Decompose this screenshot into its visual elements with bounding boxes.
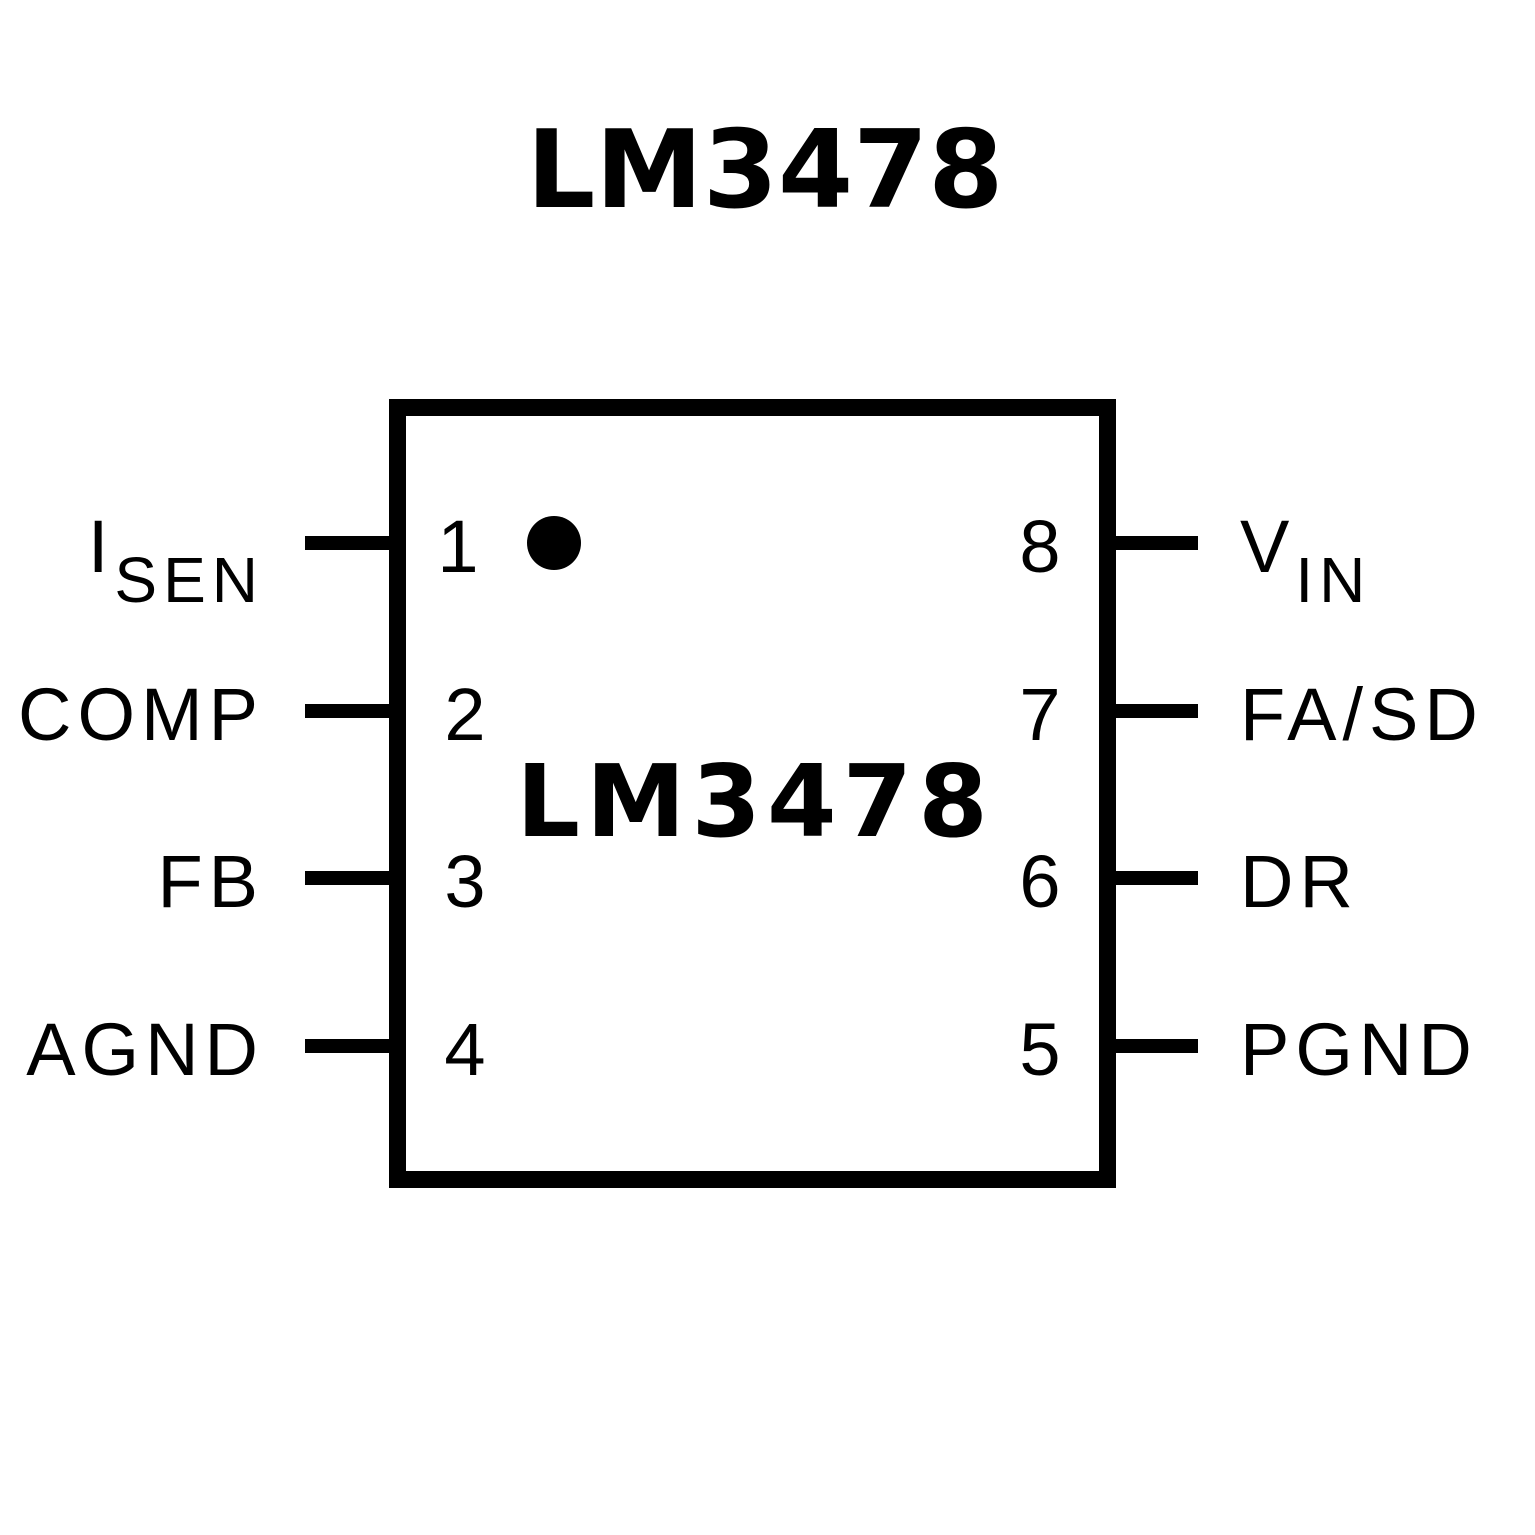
pin-number: 7 xyxy=(1019,673,1060,756)
pin-number: 2 xyxy=(444,673,485,756)
pin-2: 2 COMP xyxy=(18,673,486,756)
pin-name: AGND xyxy=(26,1008,264,1091)
pin-name-subscript: SEN xyxy=(114,544,264,616)
pin-lead xyxy=(1115,536,1198,550)
pin-name-subscript: IN xyxy=(1295,544,1371,616)
pin-1: 1 ISEN xyxy=(88,505,479,616)
pin-lead xyxy=(305,1039,390,1053)
pin-number: 8 xyxy=(1019,505,1060,588)
pin-number: 3 xyxy=(444,840,485,923)
pin-lead xyxy=(305,704,390,718)
pin-8: 8 VIN xyxy=(1019,505,1371,616)
pin-lead xyxy=(305,871,390,885)
pin-5: 5 PGND xyxy=(1019,1008,1478,1091)
chip-body xyxy=(389,399,1116,1188)
pin-name-main: V xyxy=(1240,505,1295,588)
pin-7: 7 FA/SD xyxy=(1019,673,1484,756)
pin-name: FA/SD xyxy=(1240,673,1484,756)
pin-number: 5 xyxy=(1019,1008,1060,1091)
pin-lead xyxy=(305,536,390,550)
pin-name-main: I xyxy=(88,505,115,588)
pin-3: 3 FB xyxy=(157,840,485,923)
pin-4: 4 AGND xyxy=(26,1008,485,1091)
pin-6: 6 DR xyxy=(1019,840,1359,923)
pin-name: VIN xyxy=(1240,505,1371,616)
pin-name: COMP xyxy=(18,673,264,756)
diagram-title: LM3478 xyxy=(527,108,1004,233)
pin-lead xyxy=(1115,871,1198,885)
pin-name: PGND xyxy=(1240,1008,1478,1091)
pin-name: FB xyxy=(157,840,264,923)
pin-lead xyxy=(1115,1039,1198,1053)
pin-name: ISEN xyxy=(88,505,264,616)
pin-name: DR xyxy=(1240,840,1359,923)
pin-number: 6 xyxy=(1019,840,1060,923)
pin-lead xyxy=(1115,704,1198,718)
pin-number: 1 xyxy=(437,505,478,588)
chip-label: LM3478 xyxy=(516,743,994,860)
pin1-indicator-dot xyxy=(527,516,581,570)
pin-number: 4 xyxy=(444,1008,485,1091)
